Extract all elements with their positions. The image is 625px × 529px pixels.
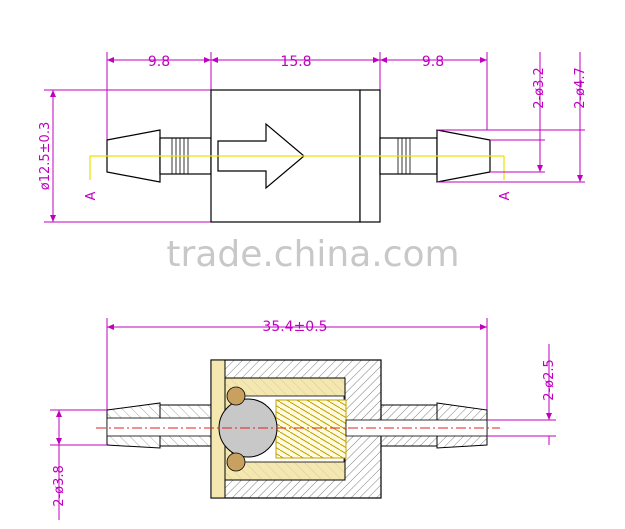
section-mark-right: A: [498, 191, 513, 200]
top-view: 9.8 15.8 9.8 ø12.5±0.3: [38, 52, 588, 223]
left-barb-section: [106, 402, 224, 449]
dim-body-diameter-label: ø12.5±0.3: [38, 122, 53, 190]
right-barb-section: [345, 402, 488, 449]
dim-outer-diameter-label: 2-ø3.8: [52, 465, 67, 507]
dim-bore-diameter-label: 2-ø2.5: [542, 359, 557, 401]
spring-coils: [276, 400, 346, 458]
o-ring-bottom: [226, 452, 246, 472]
dim-overall-length-label: 35.4±0.5: [262, 319, 327, 335]
dim-body-label: 15.8: [280, 54, 311, 70]
dim-tip-diameter-label: 2-ø3.2: [532, 67, 547, 109]
dim-right-barb-label: 9.8: [422, 54, 444, 70]
dim-left-barb-label: 9.8: [148, 54, 170, 70]
section-view: 35.4±0.5: [50, 318, 557, 520]
dim-barb-diameter-label: 2-ø4.7: [573, 67, 588, 109]
watermark: trade.china.com: [166, 234, 459, 275]
section-mark-left: A: [84, 191, 99, 200]
o-ring-top: [226, 386, 246, 406]
